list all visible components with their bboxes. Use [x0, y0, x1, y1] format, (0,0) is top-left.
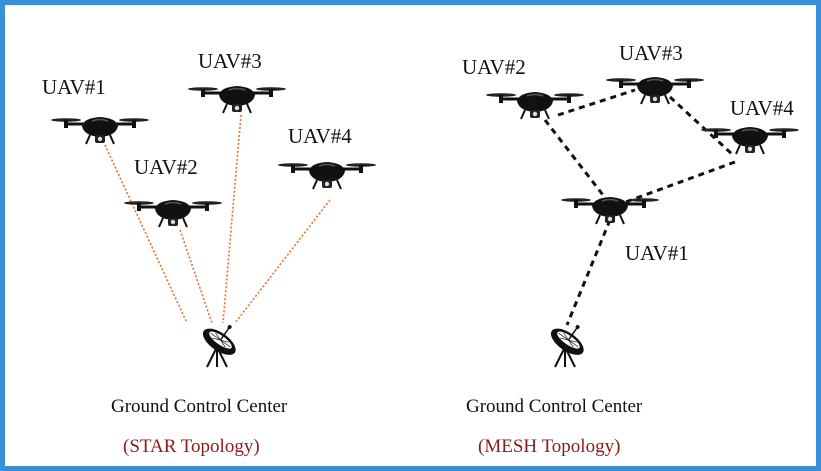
mesh-uav4-label: UAV#4 [730, 96, 794, 120]
star-link-uav3 [222, 114, 242, 324]
star-uav2-drone-icon [122, 198, 224, 229]
mesh-uav4-drone-icon [699, 125, 801, 156]
mesh-link-2-1 [543, 119, 605, 196]
mesh-caption: (MESH Topology) [478, 436, 621, 457]
mesh-uav1-drone-icon [559, 195, 661, 226]
diagram-graphics [49, 75, 801, 368]
star-uav3-label: UAV#3 [198, 49, 262, 73]
star-uav4-label: UAV#4 [288, 124, 352, 148]
star-uav2-label: UAV#2 [134, 155, 198, 179]
star-uav1-label: UAV#1 [42, 75, 106, 99]
mesh-link-1-ground [565, 219, 612, 326]
star-link-uav4 [234, 199, 331, 324]
mesh-uav2-drone-icon [484, 90, 586, 121]
star-uav3-drone-icon [186, 84, 288, 115]
mesh-ground-label: Ground Control Center [466, 396, 643, 417]
mesh-link-2-3 [557, 88, 636, 117]
star-ground-label: Ground Control Center [111, 396, 288, 417]
mesh-uav1-label: UAV#1 [625, 241, 689, 265]
mesh-uav3-label: UAV#3 [619, 41, 683, 65]
star-link-uav2 [179, 229, 213, 324]
mesh-satellite-dish-icon [545, 313, 596, 368]
mesh-uav3-drone-icon [604, 75, 706, 106]
mesh-uav2-label: UAV#2 [462, 55, 526, 79]
mesh-link-3-4 [668, 95, 735, 157]
mesh-link-4-1 [622, 160, 736, 205]
star-uav1-drone-icon [49, 115, 151, 146]
star-uav4-drone-icon [276, 160, 378, 191]
star-caption: (STAR Topology) [123, 436, 260, 457]
star-link-uav1 [104, 144, 188, 324]
